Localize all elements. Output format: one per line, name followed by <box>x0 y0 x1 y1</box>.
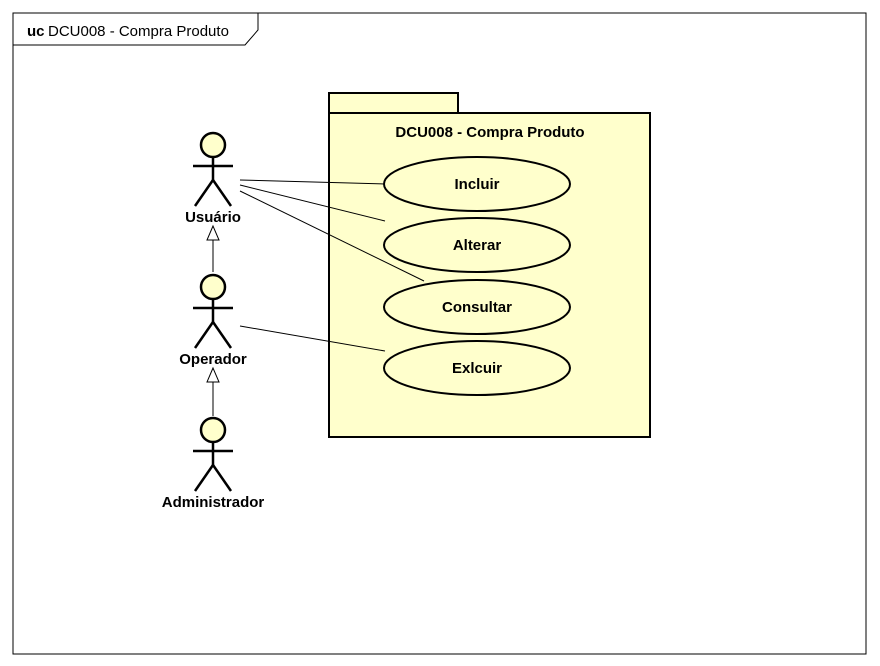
use-case-excluir: Exlcuir <box>383 340 571 396</box>
generalizations <box>206 224 220 416</box>
actor-head <box>199 131 227 159</box>
frame-label-tab <box>12 12 259 46</box>
frame-keyword: uc <box>27 23 45 40</box>
actor-operador <box>193 273 233 349</box>
actor-left-leg <box>193 464 215 492</box>
actor-head <box>199 273 227 301</box>
actor-label-administrador: Administrador <box>162 494 265 511</box>
package-title: DCU008 - Compra Produto <box>395 124 584 141</box>
actor-right-leg <box>211 321 233 349</box>
use-case-alterar: Alterar <box>383 217 571 273</box>
actor-head <box>199 416 227 444</box>
use-case-label: Alterar <box>453 237 502 254</box>
use-case-incluir: Incluir <box>383 156 571 212</box>
use-case-label: Incluir <box>454 176 499 193</box>
use-case-label: Consultar <box>442 299 512 316</box>
use-case-consultar: Consultar <box>383 279 571 335</box>
frame-title: DCU008 - Compra Produto <box>48 23 229 40</box>
association-operador-excluir <box>239 325 386 352</box>
actor-label-usuario: Usuário <box>185 209 241 226</box>
actor-right-leg <box>211 179 233 207</box>
actor-right-leg <box>211 464 233 492</box>
generalization-arrow-operador-usuario <box>206 224 220 241</box>
package-tab <box>328 92 459 114</box>
use-case-ellipse <box>383 340 571 396</box>
actor-administrador <box>193 416 233 492</box>
actor-usuario <box>193 131 233 207</box>
use-case-ellipse <box>383 279 571 335</box>
associations <box>239 179 425 352</box>
actor-left-leg <box>193 321 215 349</box>
association-usuario-alterar <box>239 184 386 222</box>
use-case-ellipse <box>383 217 571 273</box>
use-case-label: Exlcuir <box>452 360 502 377</box>
association-usuario-incluir <box>239 179 386 185</box>
association-usuario-consultar <box>239 190 425 282</box>
actor-left-leg <box>193 179 215 207</box>
use-case-ellipse <box>383 156 571 212</box>
generalization-arrow-administrador-operador <box>206 366 220 383</box>
actor-label-operador: Operador <box>179 351 247 368</box>
